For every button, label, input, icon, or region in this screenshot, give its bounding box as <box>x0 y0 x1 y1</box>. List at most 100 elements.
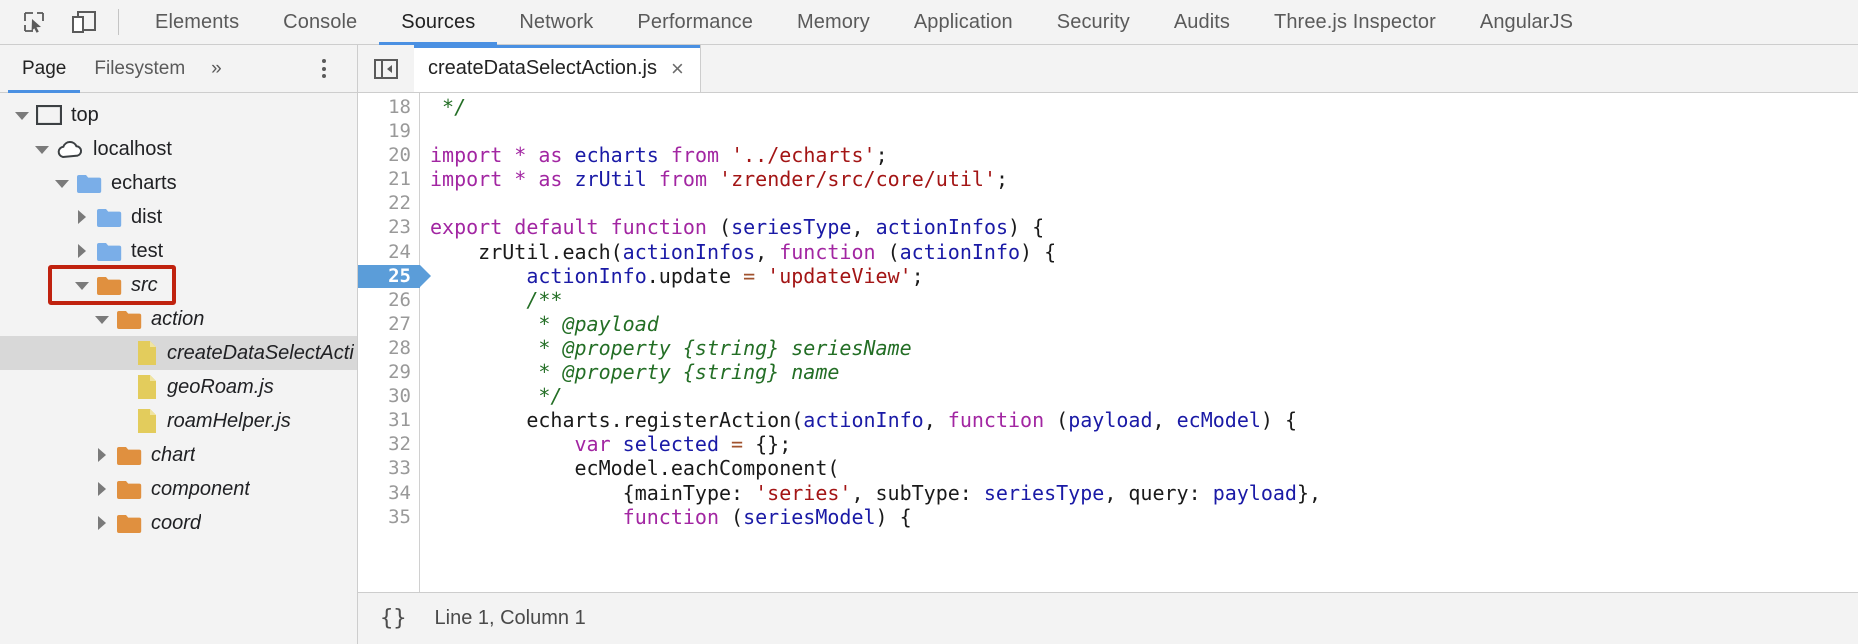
chevron-down-icon[interactable] <box>14 107 30 123</box>
editor-tab-createdataselectaction[interactable]: createDataSelectAction.js × <box>414 45 701 92</box>
tree-item-label: src <box>131 273 158 296</box>
line-number[interactable]: 23 <box>388 216 411 239</box>
inspect-element-cursor-icon[interactable] <box>14 3 54 41</box>
chevron-down-icon[interactable] <box>34 141 50 157</box>
devtools-toolbar: Elements Console Sources Network Perform… <box>0 0 1858 45</box>
chevron-right-icon[interactable] <box>94 481 110 497</box>
chevron-right-icon[interactable] <box>94 447 110 463</box>
folder-orange-icon <box>96 275 122 296</box>
tree-item-roamhelper-js[interactable]: roamHelper.js <box>0 404 357 438</box>
code-line: /** <box>430 287 563 312</box>
tree-item-label: coord <box>151 511 202 534</box>
tree-item-label: localhost <box>93 137 172 160</box>
code-line: actionInfo.update = 'updateView'; <box>526 263 924 288</box>
file-tree[interactable]: top localhost echarts dist test src action crea… <box>0 93 357 644</box>
line-number[interactable]: 33 <box>388 457 411 480</box>
tree-item-component[interactable]: component <box>0 472 357 506</box>
pretty-print-icon[interactable]: {} <box>380 606 407 631</box>
tab-sources[interactable]: Sources <box>379 0 498 45</box>
panel-tab-list: Elements Console Sources Network Perform… <box>133 0 1595 45</box>
js-file-icon <box>136 340 158 366</box>
line-number[interactable]: 32 <box>388 433 411 456</box>
tab-security[interactable]: Security <box>1056 10 1130 33</box>
tree-item-dist[interactable]: dist <box>0 200 357 234</box>
tree-item-georoam-js[interactable]: geoRoam.js <box>0 370 357 404</box>
line-number[interactable]: 28 <box>388 336 411 359</box>
chevron-down-icon[interactable] <box>74 277 90 293</box>
line-number[interactable]: 31 <box>388 409 411 432</box>
code-line: */ <box>430 384 563 409</box>
line-number[interactable]: 24 <box>388 240 411 263</box>
line-number[interactable]: 19 <box>388 120 411 143</box>
tree-item-localhost[interactable]: localhost <box>0 132 357 166</box>
tab-threejs-inspector[interactable]: Three.js Inspector <box>1274 10 1436 33</box>
chevron-right-icon[interactable] <box>74 209 90 225</box>
line-number[interactable]: 26 <box>388 288 411 311</box>
tree-item-createdataselectacti[interactable]: createDataSelectActi <box>0 336 357 370</box>
tree-item-chart[interactable]: chart <box>0 438 357 472</box>
line-number[interactable]: 27 <box>388 312 411 335</box>
code-line: * @property {string} name <box>430 360 840 385</box>
line-number[interactable]: 22 <box>388 192 411 215</box>
js-file-icon <box>136 408 158 434</box>
line-number[interactable]: 30 <box>388 385 411 408</box>
chevron-right-icon[interactable] <box>94 515 110 531</box>
folder-blue-icon <box>96 241 122 262</box>
editor-tab-title: createDataSelectAction.js <box>428 57 658 79</box>
nav-tab-filesystem[interactable]: Filesystem <box>94 57 186 79</box>
tab-memory[interactable]: Memory <box>797 10 870 33</box>
tree-item-action[interactable]: action <box>0 302 357 336</box>
code-line: export default function (seriesType, act… <box>430 215 1045 240</box>
chevron-down-icon[interactable] <box>54 175 70 191</box>
nav-more-chevron-icon[interactable]: » <box>211 57 222 79</box>
kebab-menu-icon[interactable] <box>307 52 341 86</box>
line-number[interactable]: 34 <box>388 481 411 504</box>
close-icon[interactable]: × <box>671 55 684 81</box>
cursor-position-label: Line 1, Column 1 <box>434 607 586 629</box>
navigator-sidebar: Page Filesystem » top localhost echarts dis… <box>0 45 358 644</box>
tab-angularjs[interactable]: AngularJS <box>1479 10 1574 33</box>
folder-orange-icon <box>116 309 142 330</box>
line-number[interactable]: 21 <box>388 168 411 191</box>
editor-tab-bar: createDataSelectAction.js × <box>358 45 1858 93</box>
code-line: var selected = {}; <box>574 432 792 457</box>
tree-item-src[interactable]: src <box>0 268 357 302</box>
code-line: * @property {string} seriesName <box>430 335 912 360</box>
chevron-right-icon[interactable] <box>74 243 90 259</box>
tab-console[interactable]: Console <box>283 10 358 33</box>
tree-item-label: action <box>151 307 205 330</box>
toolbar-icon-group <box>0 0 133 44</box>
folder-blue-icon <box>96 207 122 228</box>
twisty-spacer <box>114 413 130 429</box>
code-line: function (seriesModel) { <box>622 504 912 529</box>
line-number[interactable]: 35 <box>388 505 411 528</box>
chevron-down-icon[interactable] <box>94 311 110 327</box>
tab-performance[interactable]: Performance <box>637 10 753 33</box>
js-file-icon <box>136 374 158 400</box>
line-number-execution[interactable]: 25 <box>358 264 431 288</box>
tree-item-top[interactable]: top <box>0 98 357 132</box>
code-line: zrUtil.each(actionInfos, function (actio… <box>430 239 1057 264</box>
editor-status-bar: {} Line 1, Column 1 <box>358 592 1858 644</box>
line-number[interactable]: 20 <box>388 144 411 167</box>
tab-elements[interactable]: Elements <box>155 10 240 33</box>
tab-network[interactable]: Network <box>519 10 594 33</box>
tab-audits[interactable]: Audits <box>1173 10 1231 33</box>
device-toolbar-icon[interactable] <box>64 3 104 41</box>
tree-item-label: dist <box>131 205 163 228</box>
nav-tab-page[interactable]: Page <box>8 45 81 93</box>
line-number[interactable]: 18 <box>388 96 411 118</box>
tree-item-label: roamHelper.js <box>167 409 291 432</box>
tab-application[interactable]: Application <box>913 10 1013 33</box>
line-number[interactable]: 29 <box>388 361 411 384</box>
code-content[interactable]: */ import * as echarts from '../echarts'… <box>420 93 1858 592</box>
tree-item-test[interactable]: test <box>0 234 357 268</box>
collapse-sidebar-icon[interactable] <box>358 45 414 92</box>
tree-item-coord[interactable]: coord <box>0 506 357 540</box>
tree-item-label: component <box>151 477 250 500</box>
tree-item-label: geoRoam.js <box>167 375 274 398</box>
sources-panel: Page Filesystem » top localhost echarts dis… <box>0 45 1858 644</box>
tree-item-echarts[interactable]: echarts <box>0 166 357 200</box>
